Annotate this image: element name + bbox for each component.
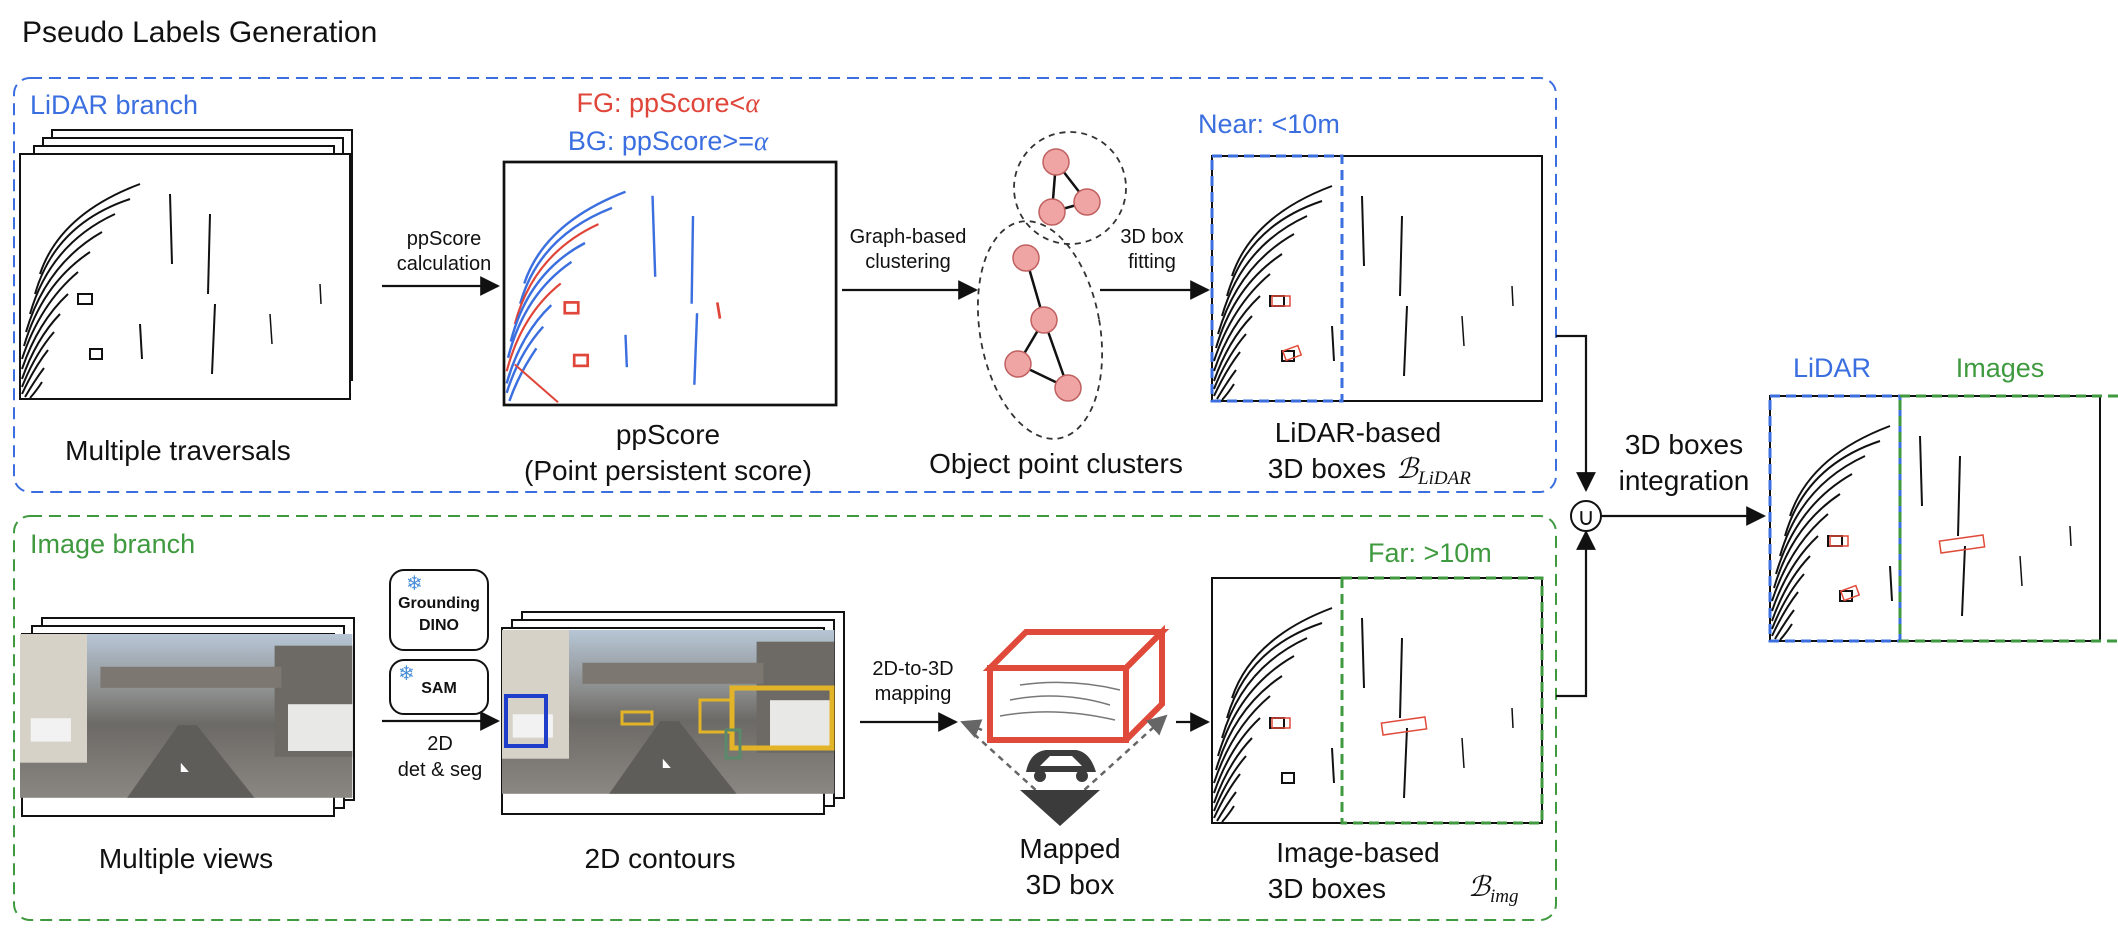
image-branch-label: Image branch (30, 529, 195, 559)
ppscore-caption-sub: (Point persistent score) (524, 455, 812, 486)
final-result-image (1768, 394, 2118, 643)
contours-stack (501, 611, 845, 815)
lidar-result-image (1210, 154, 1543, 403)
far-label: Far: >10m (1368, 538, 1492, 568)
final-images-label: Images (1956, 353, 2045, 383)
connector-from-lidar (1556, 334, 1596, 492)
box-fitting-line2: fitting (1128, 251, 1176, 273)
sam-box: ❄ SAM (389, 659, 489, 715)
views-stack (20, 617, 355, 817)
integration-line1: 3D boxes (1625, 429, 1743, 460)
lidar-result-line2: 3D boxes (1268, 453, 1386, 484)
ppscore-scan-image (502, 160, 838, 407)
contours-caption: 2D contours (585, 843, 736, 874)
cluster-point (1012, 244, 1040, 272)
lidar-branch-panel (13, 77, 1557, 493)
grounding-dino-line1: Grounding (398, 595, 480, 612)
lidar-result-line1: LiDAR-based (1275, 417, 1442, 448)
image-result-line2: 3D boxes (1268, 873, 1386, 904)
image-branch-panel (13, 515, 1557, 921)
cluster-point (1004, 350, 1032, 378)
integration-line2: integration (1619, 465, 1750, 496)
mapping-line2: mapping (875, 683, 952, 705)
image-result-image (1211, 576, 1544, 825)
image-result-line1: Image-based (1276, 837, 1439, 868)
cluster-point (1030, 306, 1058, 334)
snowflake-icon: ❄ (398, 663, 415, 685)
cluster-point (1038, 198, 1066, 226)
clusters-caption: Object point clusters (929, 448, 1183, 479)
mapping-line1: 2D-to-3D (872, 658, 953, 680)
mapped-caption-line1: Mapped (1019, 833, 1120, 864)
sam-label: SAM (421, 680, 457, 697)
lidar-branch-label: LiDAR branch (30, 90, 198, 120)
mapped-3d-box (960, 624, 1170, 826)
snowflake-icon: ❄ (406, 573, 423, 595)
image-result-symbol: ℬimg (1468, 872, 1519, 907)
mapped-caption-line2: 3D box (1026, 869, 1115, 900)
ppscore-calc-line1: ppScore (407, 228, 482, 250)
traversals-caption: Multiple traversals (65, 435, 291, 466)
det-seg-line1: 2D (427, 733, 453, 755)
views-caption: Multiple views (99, 843, 273, 874)
ppscore-calc-line2: calculation (397, 253, 492, 275)
page-title: Pseudo Labels Generation (22, 16, 377, 49)
ppscore-caption: ppScore (616, 419, 720, 450)
grounding-dino-line2: DINO (419, 617, 459, 634)
clustering-line1: Graph-based (850, 226, 967, 248)
final-lidar-label: LiDAR (1793, 353, 1871, 383)
connector-from-image (1556, 530, 1596, 698)
union-symbol: ∪ (1577, 504, 1595, 531)
object-point-clusters (977, 131, 1127, 440)
lidar-result-symbol: ℬLiDAR (1396, 454, 1471, 489)
clustering-line2: clustering (865, 251, 951, 273)
det-seg-line2: det & seg (398, 759, 483, 781)
fg-label: FG: ppScore<α (576, 88, 760, 118)
traversals-stack (19, 129, 353, 400)
box-fitting-line1: 3D box (1120, 226, 1183, 248)
bg-label: BG: ppScore>=α (568, 126, 769, 156)
grounding-dino-box: ❄ Grounding DINO (389, 569, 489, 651)
cluster-point (1073, 188, 1101, 216)
near-label: Near: <10m (1198, 109, 1340, 139)
cluster-point (1042, 148, 1070, 176)
cluster-point (1054, 374, 1082, 402)
